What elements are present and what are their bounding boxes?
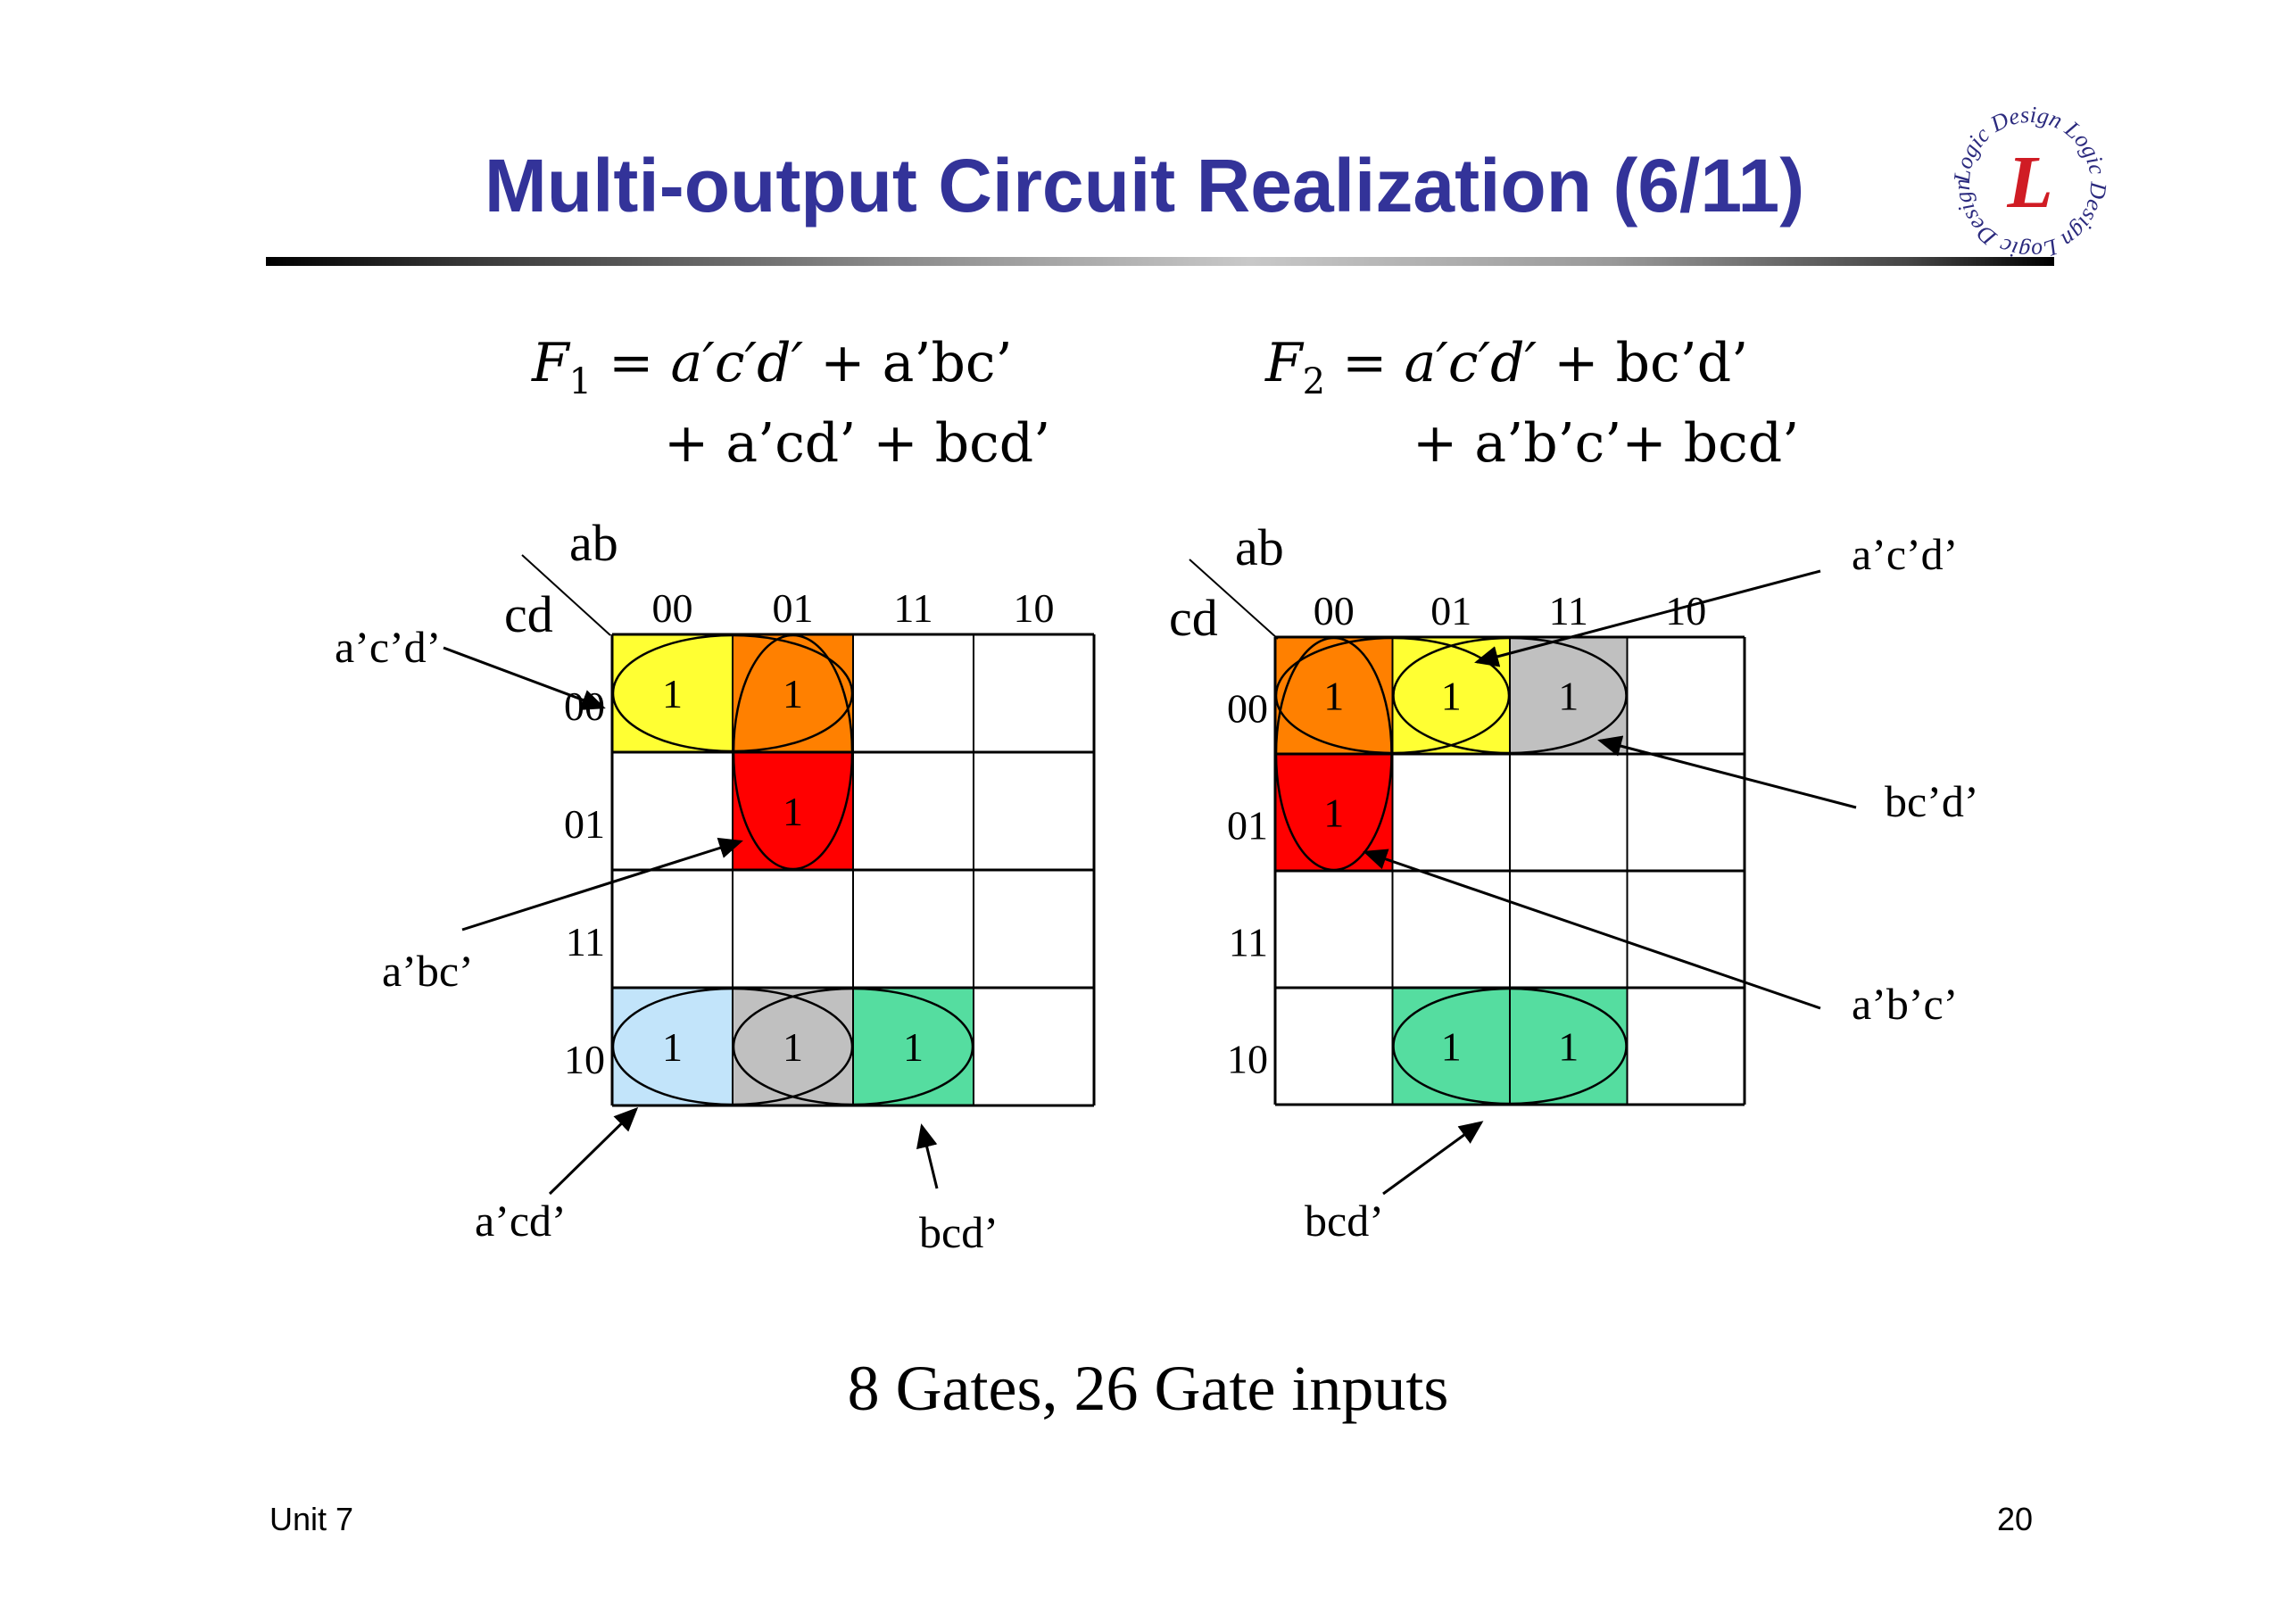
kmap-f2-row-label: 00: [1227, 686, 1268, 732]
kmap-f1-group-loop: [732, 987, 974, 1106]
kmap-f2-cell-fill: [1510, 637, 1628, 754]
kmap-f1-annotation-a-cd: a’cd’: [475, 1196, 567, 1246]
kmap-f2-cell-fill: [1275, 637, 1393, 754]
kmap-f1-group-loop: [732, 633, 854, 871]
kmap-f2-col-var: ab: [1235, 518, 1284, 576]
kmap-f2-corner-divider: [1189, 559, 1279, 640]
kmap-f2-cell-value: 1: [1558, 1024, 1579, 1070]
kmap-f2-annotation-bcd: bcd’: [1305, 1196, 1384, 1246]
kmap-f1-row-label: 10: [564, 1037, 605, 1082]
kmap-f2-cell-fill: [1510, 988, 1628, 1105]
kmap-f2-group-loop: [1392, 987, 1628, 1105]
kmap-f1-annotation-arrow: [443, 646, 606, 710]
kmap-f2-cell-value: 1: [1441, 674, 1462, 719]
kmap-f2-annotation-bc-d: bc’d’: [1885, 776, 1979, 826]
kmap-f1-cell-fill: [733, 988, 853, 1105]
kmap-f1-cell-value: 1: [783, 789, 803, 834]
kmap-f1-cell-value: 1: [662, 671, 683, 716]
kmap-f1-row-var: cd: [504, 585, 553, 643]
slide-title: Multi-output Circuit Realization (6/11): [484, 144, 1805, 228]
kmap-f2-group-loop: [1274, 636, 1393, 872]
kmap-f1-cell-fill: [612, 634, 733, 752]
kmap-f1-cell-value: 1: [783, 1024, 803, 1070]
kmap-f2-col-label: 01: [1430, 588, 1471, 633]
kmap-f2-cell-value: 1: [1558, 674, 1579, 719]
kmap-f1-cell-value: 1: [662, 1024, 683, 1070]
kmap-f2-row-label: 10: [1227, 1037, 1268, 1082]
kmap-f2-cell-fill: [1392, 988, 1510, 1105]
kmap-f1-cell-fill: [733, 634, 853, 752]
logic-design-logo-icon: Logic Design Logic Design Logic Design L: [1949, 102, 2112, 264]
title-separator: [266, 257, 2054, 266]
kmap-f2-annotation-a-b-c: a’b’c’: [1852, 979, 1958, 1029]
kmap-f1-col-label: 11: [893, 585, 932, 631]
kmap-f1-col-label: 00: [652, 585, 693, 631]
kmap-f1-annotation-a-bc: a’bc’: [382, 946, 474, 996]
kmap-f1-annotation-arrow: [461, 837, 743, 932]
kmap-f1-col-label: 10: [1014, 585, 1055, 631]
kmap-f1-group-loop: [611, 987, 854, 1106]
kmap-f1-col-var: ab: [569, 514, 618, 572]
equation-f2-line2: + a’b’c’+ bcd’: [1413, 412, 1800, 475]
kmap-f2-annotation-arrow: [1382, 1121, 1484, 1196]
kmap-f1-cell-fill: [853, 988, 974, 1105]
kmap-f1-annotation-arrow: [916, 1123, 939, 1189]
kmap-f1-annotation-a-c-d: a’c’d’: [335, 622, 441, 672]
footer-unit: Unit 7: [269, 1501, 354, 1537]
kmap-f2-annotation-a-c-d: a’c’d’: [1852, 529, 1958, 579]
equation-f1-line2: + a’cd’ + bcd’: [664, 412, 1051, 475]
kmap-f2-annotation-arrow: [1363, 849, 1821, 1010]
gate-count-caption: 8 Gates, 26 Gate inputs: [847, 1353, 1449, 1424]
kmap-f2-col-label: 00: [1314, 588, 1355, 633]
kmap-f1-corner-divider: [521, 554, 611, 636]
kmap-f2-cell-value: 1: [1441, 1024, 1462, 1070]
kmap-f2-group-loop: [1392, 636, 1628, 755]
kmap-f1-cell-value: 1: [783, 671, 803, 716]
kmap-f2-cell-value: 1: [1323, 791, 1344, 836]
kmap-f1-cell-fill: [612, 988, 733, 1105]
equation-f1-line1: F1 = a′c′d′ + a’bc’: [532, 332, 1013, 402]
kmap-f1-row-label: 01: [564, 801, 605, 847]
kmap-f1-col-label: 01: [773, 585, 814, 631]
kmap-f1-row-label: 11: [566, 919, 605, 965]
kmap-f1-cell-fill: [733, 752, 853, 870]
logo-letter: L: [2006, 141, 2052, 224]
equation-f2-line1: F2 = a′c′d′ + bc’d’: [1265, 332, 1749, 402]
kmap-f1-annotation-bcd: bcd’: [919, 1207, 999, 1257]
kmap-f2-annotation-arrow: [1474, 569, 1821, 667]
kmap-f1-annotation-arrow: [548, 1106, 639, 1196]
page-number: 20: [1997, 1501, 2034, 1537]
kmap-f1-cell-value: 1: [903, 1024, 924, 1070]
kmap-f2-row-label: 11: [1229, 920, 1268, 965]
kmap-f2-row-label: 01: [1227, 803, 1268, 849]
kmap-f2-annotation-arrow: [1597, 735, 1857, 809]
kmap-f2-row-var: cd: [1169, 589, 1218, 647]
kmap-f2-cell-value: 1: [1323, 674, 1344, 719]
kmap-f2-col-label: 11: [1549, 588, 1588, 633]
